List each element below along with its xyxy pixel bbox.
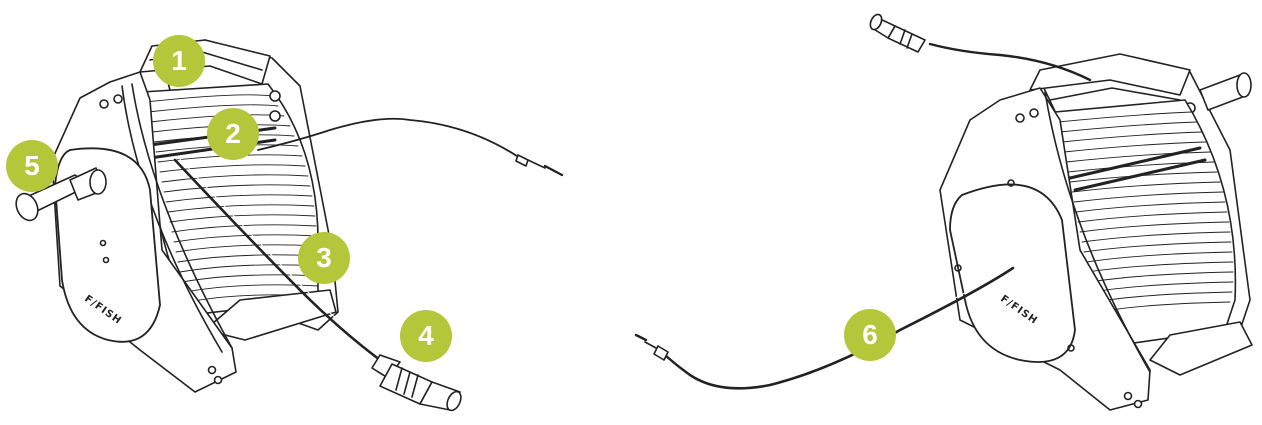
callout-6: 6 <box>844 309 896 361</box>
callout-4: 4 <box>400 310 452 362</box>
left-reel: F/FISH <box>12 40 562 413</box>
callout-2: 2 <box>207 108 259 160</box>
right-reel: F/FISH <box>636 13 1252 410</box>
callout-5: 5 <box>6 140 58 192</box>
callout-1: 1 <box>153 35 205 87</box>
callout-3: 3 <box>298 232 350 284</box>
